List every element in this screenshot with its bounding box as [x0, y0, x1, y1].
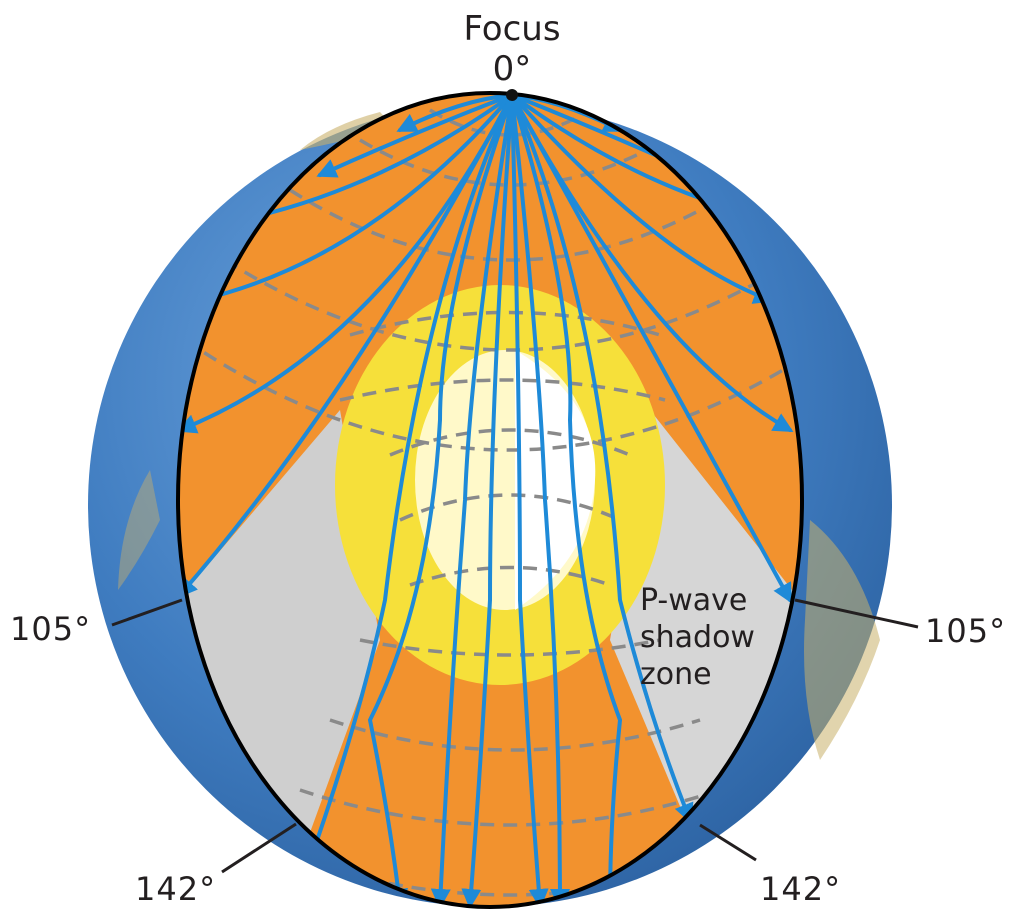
- section-outline: [176, 91, 804, 909]
- focus-point: [506, 89, 518, 101]
- shadow-zone-label-line2: shadow: [640, 620, 755, 655]
- land-patch-left: [118, 470, 160, 590]
- angle-142-right-label: 142°: [760, 870, 841, 908]
- angle-105-right-label: 105°: [925, 612, 1006, 650]
- land-patch-right: [804, 520, 880, 760]
- shadow-zone-label-line3: zone: [640, 657, 712, 692]
- leader-105-left: [111, 598, 183, 627]
- angle-142-left-label: 142°: [135, 870, 216, 908]
- cross-section: [178, 93, 802, 907]
- focus-label: Focus: [463, 9, 560, 49]
- focus-angle-label: 0°: [493, 49, 532, 89]
- leader-142-left: [221, 822, 297, 874]
- angle-105-left-label: 105°: [10, 610, 91, 648]
- leader-142-right: [699, 823, 757, 862]
- leader-105-right: [794, 598, 919, 629]
- shadow-zone-label-line1: P-wave: [640, 583, 747, 618]
- inner-core-highlight: [515, 350, 596, 610]
